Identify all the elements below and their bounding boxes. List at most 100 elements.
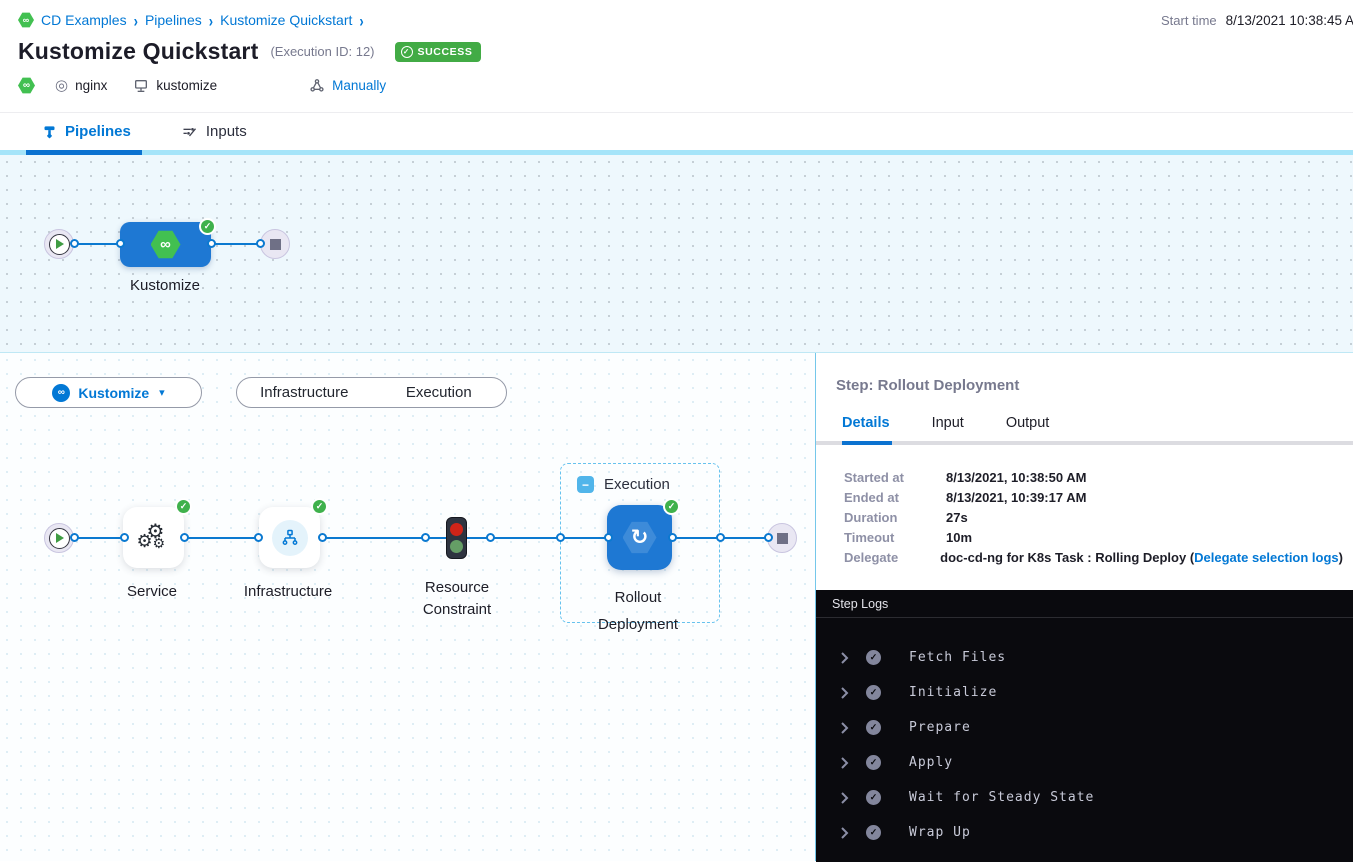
stop-icon (269, 238, 281, 250)
breadcrumb-kustomize-quickstart[interactable]: Kustomize Quickstart (220, 12, 353, 28)
toggle-execution[interactable]: Execution (405, 384, 472, 401)
step-label-infrastructure: Infrastructure (243, 583, 333, 600)
toggle-infrastructure[interactable]: Infrastructure (260, 384, 349, 401)
cd-stage-icon: ∞ (52, 383, 71, 402)
log-section-fetch-files[interactable]: ✓ Fetch Files (816, 640, 1353, 675)
detail-row-timeout: Timeout 10m (844, 529, 973, 545)
status-badge: ✓ SUCCESS (394, 41, 482, 62)
step-details-table: Started at 8/13/2021, 10:38:50 AM Ended … (844, 467, 1343, 567)
log-section-wait-for-steady-state[interactable]: ✓ Wait for Steady State (816, 780, 1353, 815)
page-title: Kustomize Quickstart (18, 38, 259, 64)
stop-icon (776, 532, 788, 544)
tab-pipelines-label: Pipelines (65, 123, 131, 140)
edge-connector-dot (556, 533, 565, 542)
pipeline-stage-canvas[interactable]: ∞ ✓ Kustomize (0, 155, 1353, 352)
edge-connector-dot (70, 239, 79, 248)
infra-execution-toggle: Infrastructure Execution (236, 377, 507, 408)
edge-connector-dot (254, 533, 263, 542)
tab-details[interactable]: Details (842, 415, 890, 431)
edge-connector-dot (486, 533, 495, 542)
cd-module-icon: ∞ (18, 12, 34, 28)
check-icon: ✓ (400, 45, 413, 58)
log-success-icon: ✓ (866, 650, 881, 665)
service-name: nginx (75, 78, 108, 93)
delegate-selection-logs-link[interactable]: Delegate selection logs (1194, 549, 1339, 565)
environment-icon (135, 79, 148, 92)
tab-underline-strip (0, 150, 1353, 155)
breadcrumb-pipelines[interactable]: Pipelines (144, 12, 202, 28)
page-header: ∞ CD Examples › Pipelines › Kustomize Qu… (0, 0, 1353, 112)
edge-connector-dot (70, 533, 79, 542)
active-tab-indicator (842, 441, 892, 445)
log-section-apply[interactable]: ✓ Apply (816, 745, 1353, 780)
trigger-manually-link[interactable]: Manually (332, 78, 387, 93)
tab-inputs-label: Inputs (205, 123, 247, 140)
stage-success-badge: ✓ (199, 218, 216, 235)
step-node-infrastructure[interactable] (259, 507, 320, 568)
collapse-group-button[interactable]: − (577, 476, 594, 493)
chevron-right-icon (841, 651, 849, 664)
step-label-rollout-deployment: Rollout Deployment (597, 589, 679, 633)
pipeline-meta-row: ∞ ◎ nginx kustomize Manually (18, 77, 386, 94)
step-node-resource-constraint[interactable] (446, 517, 467, 559)
cd-module-icon: ∞ (18, 77, 35, 94)
edge-connector-dot (318, 533, 327, 542)
edge-connector-dot (764, 533, 773, 542)
edge-line (211, 243, 260, 245)
chevron-right-icon (841, 721, 849, 734)
tab-input[interactable]: Input (931, 415, 964, 431)
stage-selector-label: Kustomize (78, 384, 150, 401)
chevron-right-icon (841, 826, 849, 839)
step-details-panel: Step: Rollout Deployment Details Input O… (815, 353, 1353, 862)
status-badge-label: SUCCESS (417, 45, 473, 58)
log-section-prepare[interactable]: ✓ Prepare (816, 710, 1353, 745)
execution-group-label: Execution (604, 476, 670, 493)
tab-output[interactable]: Output (1005, 415, 1050, 431)
pipeline-start-node[interactable] (44, 229, 74, 259)
step-logs-header: Step Logs (816, 590, 1353, 618)
edge-connector-dot (716, 533, 725, 542)
edge-line (74, 243, 120, 245)
step-panel-tabs: Details Input Output (842, 415, 1049, 431)
step-panel-title: Step: Rollout Deployment (836, 377, 1020, 394)
breadcrumb: ∞ CD Examples › Pipelines › Kustomize Qu… (18, 10, 364, 30)
log-section-wrap-up[interactable]: ✓ Wrap Up (816, 815, 1353, 850)
tab-inputs[interactable]: Inputs (181, 123, 247, 140)
stage-selector-dropdown[interactable]: ∞ Kustomize ▾ (15, 377, 202, 408)
environment-meta: kustomize (133, 78, 217, 94)
detail-row-duration: Duration 27s (844, 509, 968, 525)
edge-connector-dot (421, 533, 430, 542)
start-time-value: 8/13/2021 10:38:45 AM (1225, 13, 1353, 28)
chevron-down-icon: ▾ (159, 387, 165, 399)
step-node-rollout-deployment[interactable]: ↻ (607, 505, 672, 570)
stage-execution-canvas[interactable]: ∞ Kustomize ▾ Infrastructure Execution −… (0, 353, 815, 861)
chevron-right-icon: › (133, 10, 138, 30)
breadcrumb-cd-examples[interactable]: CD Examples (41, 12, 127, 28)
title-row: Kustomize Quickstart (Execution ID: 12) … (18, 38, 482, 65)
detail-row-delegate: Delegate doc-cd-ng for K8s Task : Rollin… (844, 549, 1343, 565)
chevron-right-icon: › (359, 10, 364, 30)
stage-node-kustomize[interactable]: ∞ (120, 222, 211, 267)
chevron-right-icon (841, 686, 849, 699)
step-node-service[interactable]: ⚙ ⚙ ⚙ (123, 507, 184, 568)
environment-name: kustomize (156, 78, 218, 93)
step-label-service: Service (126, 583, 178, 600)
execution-start-node[interactable] (44, 523, 74, 553)
log-success-icon: ✓ (866, 790, 881, 805)
trigger-meta: Manually (309, 78, 386, 94)
execution-step-group: − Execution (560, 463, 720, 623)
tab-pipelines[interactable]: Pipelines (42, 123, 131, 140)
pipeline-icon (44, 125, 55, 138)
log-success-icon: ✓ (866, 825, 881, 840)
infrastructure-success-badge: ✓ (311, 498, 328, 515)
edge-connector-dot (207, 239, 216, 248)
infrastructure-icon (271, 519, 308, 556)
execution-id: (Execution ID: 12) (270, 44, 375, 59)
traffic-red-lamp (450, 522, 463, 536)
log-section-initialize[interactable]: ✓ Initialize (816, 675, 1353, 710)
rollout-success-badge: ✓ (663, 498, 680, 515)
service-meta: ◎ nginx (55, 78, 107, 93)
trigger-icon (310, 78, 324, 92)
main-tabbar: Pipelines Inputs (0, 112, 1353, 150)
log-success-icon: ✓ (866, 755, 881, 770)
